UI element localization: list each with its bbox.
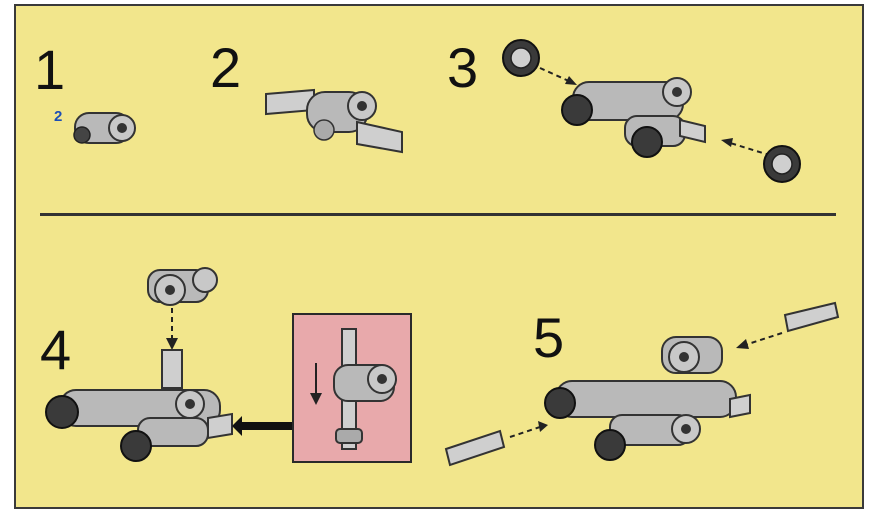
step-number-2: 2: [210, 40, 241, 96]
step-4-assembly: [40, 262, 290, 472]
step-number-3: 3: [447, 40, 478, 96]
callout-box: [292, 313, 412, 463]
step-3-assembly: [495, 30, 815, 190]
section-divider: [40, 213, 836, 216]
callout-assembly: [294, 315, 410, 461]
step-2-assembly: [262, 80, 412, 165]
bushing-part: [503, 40, 539, 76]
arrow: [232, 416, 298, 436]
step-1-connector-part: [60, 95, 160, 165]
bushing-part: [764, 146, 800, 182]
step-number-1: 1: [34, 42, 65, 98]
step-5-assembly: [440, 295, 840, 475]
